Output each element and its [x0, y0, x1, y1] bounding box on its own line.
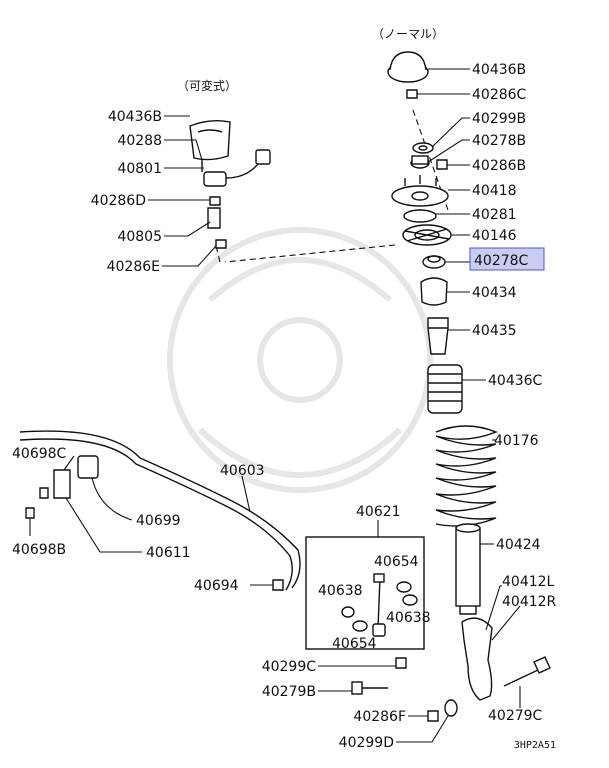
- part-label-40801[interactable]: 40801: [117, 161, 162, 177]
- part-label-40281[interactable]: 40281: [472, 207, 517, 223]
- part-label-40638-right[interactable]: 40638: [386, 610, 431, 626]
- part-label-40288[interactable]: 40288: [117, 133, 162, 149]
- coil-spring-40176-part: [435, 425, 498, 527]
- part-label-40603[interactable]: 40603: [220, 463, 265, 479]
- washer-40299B-part: [412, 142, 434, 154]
- bushing-40278B-part: [410, 155, 430, 169]
- bearing-40281-part: [403, 209, 437, 223]
- part-label-40299C[interactable]: 40299C: [262, 659, 317, 675]
- nut-40286C-part: [406, 89, 418, 99]
- part-label-40654-top[interactable]: 40654: [374, 554, 419, 570]
- washer-40299D-part: [444, 699, 458, 717]
- knuckle-40412-part: [461, 617, 493, 701]
- part-label-40805[interactable]: 40805: [117, 229, 162, 245]
- link-detail-box: [305, 536, 425, 650]
- nut-40286F-part: [427, 710, 439, 722]
- stabilizer-bar-40603-part: [19, 430, 301, 591]
- part-label-40698C[interactable]: 40698C: [12, 446, 67, 462]
- part-label-40436C[interactable]: 40436C: [488, 373, 543, 389]
- strut-40424-part: [455, 523, 481, 615]
- part-label-40286C-top[interactable]: 40286C: [472, 87, 527, 103]
- upper-mount-cap-part: [387, 51, 429, 83]
- part-label-40278B[interactable]: 40278B: [472, 133, 526, 149]
- bump-stop-40435-part: [427, 317, 449, 355]
- bracket-40611-part: [53, 469, 71, 499]
- part-label-40176[interactable]: 40176: [494, 433, 539, 449]
- bolt-40698B-part: [25, 507, 35, 519]
- bolt-40279B-part: [351, 681, 388, 695]
- highlighted-part-box: [469, 247, 545, 271]
- part-label-40286B[interactable]: 40286B: [472, 158, 526, 174]
- adjustable-mount-40436B-part: [189, 119, 231, 161]
- header-adjustable: （可変式）: [177, 78, 237, 93]
- bracket-40805-part: [207, 207, 221, 229]
- diagram-code: 3HP2A51: [514, 740, 556, 751]
- part-label-40412R[interactable]: 40412R: [502, 594, 557, 610]
- nut-40286E-part: [215, 239, 227, 249]
- part-label-40699[interactable]: 40699: [136, 513, 181, 529]
- stabilizer-link-40621-part: [341, 573, 418, 637]
- part-label-40286F[interactable]: 40286F: [353, 709, 406, 725]
- bolt-40279C-part: [503, 656, 551, 687]
- actuator-40801-part: [203, 149, 271, 187]
- part-label-40436B-top[interactable]: 40436B: [472, 62, 526, 78]
- part-label-40279B[interactable]: 40279B: [262, 684, 316, 700]
- nut-40694-part: [272, 579, 284, 591]
- part-label-40698B[interactable]: 40698B: [12, 542, 66, 558]
- nut-40286D-part: [209, 196, 221, 206]
- part-label-40424[interactable]: 40424: [496, 537, 541, 553]
- part-label-40611[interactable]: 40611: [146, 545, 191, 561]
- top-mount-40418-part: [391, 175, 449, 207]
- bound-stopper-40434-part: [420, 277, 448, 306]
- part-label-40436B-left[interactable]: 40436B: [108, 109, 162, 125]
- dashed-guide-link: [224, 244, 396, 263]
- dust-boot-40436C-part: [427, 364, 463, 414]
- watermark-emblem: [167, 227, 433, 493]
- leader-lines: [29, 68, 521, 743]
- part-label-40435[interactable]: 40435: [472, 323, 517, 339]
- part-label-40638-left[interactable]: 40638: [318, 583, 363, 599]
- part-label-40434[interactable]: 40434: [472, 285, 517, 301]
- nut-40286B-part: [436, 159, 448, 170]
- bolt-40698C-part: [39, 487, 49, 499]
- part-label-40286E[interactable]: 40286E: [107, 259, 160, 275]
- part-label-40418[interactable]: 40418: [472, 183, 517, 199]
- bushing-40278C-part: [422, 255, 446, 269]
- header-normal: （ノーマル）: [372, 27, 444, 41]
- part-label-40621[interactable]: 40621: [356, 504, 401, 520]
- spring-seat-40146-part: [402, 224, 452, 246]
- part-label-40146[interactable]: 40146: [472, 228, 517, 244]
- part-label-40279C[interactable]: 40279C: [488, 708, 543, 724]
- part-label-40299D[interactable]: 40299D: [339, 735, 394, 751]
- bushing-40699-part: [77, 455, 99, 479]
- part-label-40286D[interactable]: 40286D: [91, 193, 146, 209]
- nut-40299C-part: [395, 657, 407, 669]
- part-label-40654-bottom[interactable]: 40654: [332, 636, 377, 652]
- part-label-40278C[interactable]: 40278C: [474, 253, 529, 269]
- part-label-40299B[interactable]: 40299B: [472, 111, 526, 127]
- part-label-40412L[interactable]: 40412L: [502, 574, 555, 590]
- part-label-40694[interactable]: 40694: [194, 578, 239, 594]
